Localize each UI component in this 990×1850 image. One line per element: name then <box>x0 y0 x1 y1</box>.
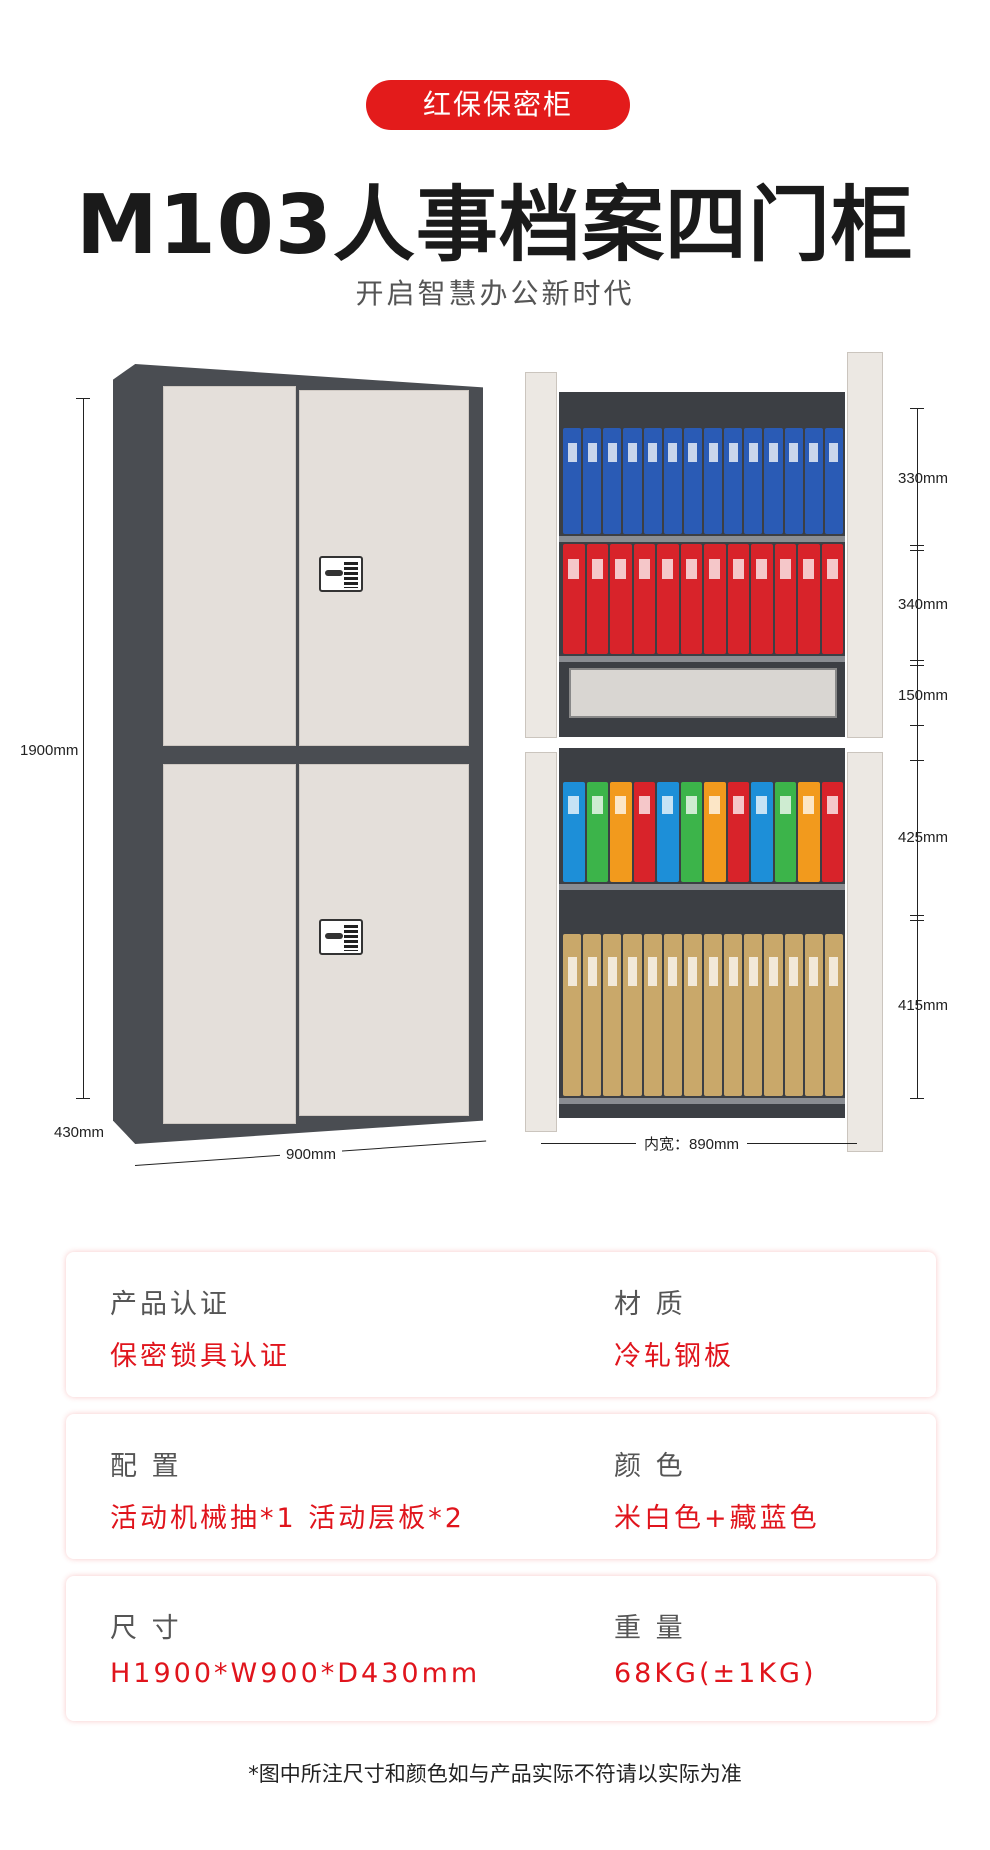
binder <box>623 428 642 534</box>
binder <box>804 428 823 534</box>
binder <box>704 544 726 654</box>
drawer <box>569 668 837 718</box>
binder <box>583 428 602 534</box>
dimension-tick <box>910 660 924 661</box>
spec-card: 配 置 活动机械抽*1 活动层板*2 颜 色 米白色+藏蓝色 <box>66 1414 936 1559</box>
binder <box>610 782 632 882</box>
binder <box>821 782 843 882</box>
spec-value: 活动机械抽*1 活动层板*2 <box>110 1503 465 1534</box>
spec-label: 颜 色 <box>614 1451 686 1482</box>
binder <box>610 544 632 654</box>
binder <box>784 428 803 534</box>
dimension-tick <box>910 665 924 666</box>
binder <box>821 544 843 654</box>
binder <box>683 428 702 534</box>
binder <box>683 934 702 1096</box>
binder <box>751 544 773 654</box>
binder <box>633 544 655 654</box>
binder <box>704 782 726 882</box>
height-dimension-line <box>83 398 84 1098</box>
binder <box>643 934 662 1096</box>
spec-value: 米白色+藏蓝色 <box>614 1503 820 1534</box>
binder <box>603 428 622 534</box>
binder <box>657 544 679 654</box>
binder <box>744 428 763 534</box>
spec-card: 产品认证 保密锁具认证 材 质 冷轧钢板 <box>66 1252 936 1397</box>
dimension-tick <box>910 920 924 921</box>
spec-label: 材 质 <box>614 1289 686 1320</box>
spec-label: 产品认证 <box>110 1289 230 1320</box>
binder <box>784 934 803 1096</box>
brand-badge: 红保保密柜 <box>366 80 630 130</box>
dimension-tick <box>910 408 924 409</box>
binder <box>663 428 682 534</box>
section-height-label: 340mm <box>898 596 949 613</box>
binder <box>764 428 783 534</box>
spec-label: 重 量 <box>614 1613 686 1644</box>
binder <box>804 934 823 1096</box>
binder <box>657 782 679 882</box>
dimension-tick <box>910 545 924 546</box>
spec-label: 尺 寸 <box>110 1613 182 1644</box>
binder <box>563 934 582 1096</box>
spec-label: 配 置 <box>110 1451 182 1482</box>
binder <box>727 782 749 882</box>
binder <box>824 934 843 1096</box>
keypad-lock-icon <box>319 919 363 955</box>
dimension-tick <box>910 725 924 726</box>
binder <box>774 544 796 654</box>
binder <box>583 934 602 1096</box>
dimension-tick <box>910 915 924 916</box>
spec-value: 68KG(±1KG) <box>614 1658 817 1689</box>
dimension-tick <box>910 760 924 761</box>
cabinet-open-image <box>525 352 889 1152</box>
page-subtitle: 开启智慧办公新时代 <box>355 277 635 310</box>
dimension-tick <box>910 550 924 551</box>
binder <box>724 428 743 534</box>
binder <box>563 428 582 534</box>
binder <box>798 544 820 654</box>
section-height-label: 330mm <box>898 470 949 487</box>
binder <box>680 544 702 654</box>
inner-width-label: 内宽：890mm <box>636 1133 748 1154</box>
binder <box>824 428 843 534</box>
dimension-tick <box>910 1098 924 1099</box>
footnote: *图中所注尺寸和颜色如与产品实际不符请以实际为准 <box>248 1762 742 1786</box>
section-height-label: 150mm <box>898 687 949 704</box>
height-label: 1900mm <box>20 740 79 761</box>
spec-value: H1900*W900*D430mm <box>110 1658 481 1689</box>
page-title: M103人事档案四门柜 <box>76 178 914 273</box>
keypad-lock-icon <box>319 556 363 592</box>
binder <box>727 544 749 654</box>
binder <box>586 782 608 882</box>
binder <box>633 782 655 882</box>
binder <box>724 934 743 1096</box>
spec-value: 保密锁具认证 <box>110 1341 290 1372</box>
spec-value: 冷轧钢板 <box>614 1341 734 1372</box>
binder <box>623 934 642 1096</box>
binder <box>563 782 585 882</box>
binder <box>751 782 773 882</box>
depth-label: 430mm <box>54 1124 105 1141</box>
binder <box>643 428 662 534</box>
binder <box>764 934 783 1096</box>
section-height-label: 425mm <box>898 829 949 846</box>
binder <box>703 428 723 534</box>
binder <box>744 934 763 1096</box>
binder <box>563 544 585 654</box>
binder <box>798 782 820 882</box>
section-height-label: 415mm <box>898 997 949 1014</box>
binder <box>603 934 622 1096</box>
binder <box>586 544 608 654</box>
binder <box>663 934 682 1096</box>
spec-card: 尺 寸 H1900*W900*D430mm 重 量 68KG(±1KG) <box>66 1576 936 1721</box>
binder <box>703 934 723 1096</box>
cabinet-closed-image <box>113 364 483 1144</box>
width-label: 900mm <box>280 1146 343 1163</box>
binder <box>774 782 796 882</box>
binder <box>680 782 702 882</box>
